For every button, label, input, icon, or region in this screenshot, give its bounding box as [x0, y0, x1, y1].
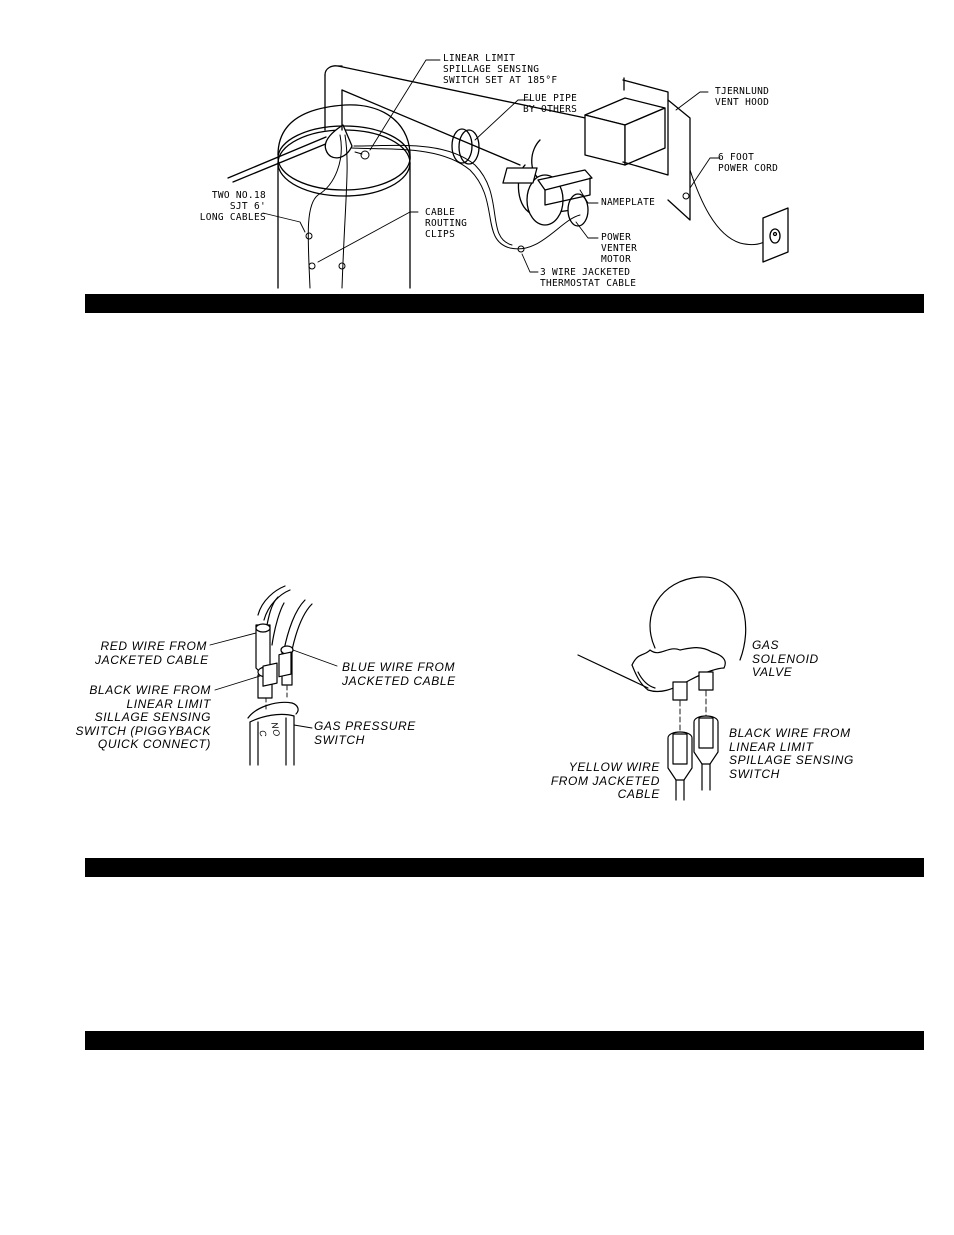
relief-pipe [227, 136, 329, 183]
label-gas-pressure-switch: GAS PRESSURE SWITCH [314, 719, 416, 747]
label-black-wire-piggyback: BLACK WIRE FROM LINEAR LIMIT SILLAGE SEN… [75, 683, 211, 751]
section-bar-3 [85, 1031, 924, 1050]
switch-terminals [255, 623, 294, 699]
vent-hood [584, 77, 691, 221]
section-bar-1 [85, 294, 924, 313]
label-thermostat-cable: 3 WIRE JACKETED THERMOSTAT CABLE [540, 267, 637, 289]
label-red-wire: RED WIRE FROM JACKETED CABLE [95, 639, 209, 667]
label-power-venter-motor: POWER VENTER MOTOR [601, 232, 638, 265]
label-black-wire-limit-switch: BLACK WIRE FROM LINEAR LIMIT SPILLAGE SE… [729, 726, 854, 781]
label-cables: TWO NO.18 SJT 6' LONG CABLES [199, 190, 266, 223]
limit-switch [354, 150, 370, 160]
power-venter-installation-diagram [227, 59, 789, 289]
label-limit-switch: LINEAR LIMIT SPILLAGE SENSING SWITCH SET… [443, 53, 558, 86]
leader-lines [262, 59, 721, 273]
label-power-cord: 6 FOOT POWER CORD [718, 152, 779, 174]
switch-terminal-c: C [257, 729, 269, 739]
solenoid-alignment-dashes [679, 690, 707, 731]
label-blue-wire: BLUE WIRE FROM JACKETED CABLE [342, 660, 456, 688]
fig2-leaders [209, 632, 338, 729]
label-vent-hood: TJERNLUND VENT HOOD [715, 86, 770, 108]
label-flue-pipe: FLUE PIPE BY OTHERS [523, 93, 578, 115]
solenoid-wires [675, 763, 711, 801]
solenoid-valve-body [577, 647, 726, 693]
wall-outlet [762, 207, 789, 263]
female-connectors [667, 715, 719, 781]
section-bar-2 [85, 858, 924, 877]
alignment-dashes [265, 685, 288, 713]
power-venter-housing [502, 139, 593, 227]
wiring [307, 134, 773, 289]
cable-clips [305, 192, 690, 270]
solenoid-dome [649, 576, 747, 661]
switch-wires [257, 585, 313, 651]
label-yellow-wire: YELLOW WIRE FROM JACKETED CABLE [550, 760, 660, 801]
label-routing-clips: CABLE ROUTING CLIPS [425, 207, 468, 240]
draft-hood [324, 124, 353, 159]
gas-pressure-switch-body [247, 651, 299, 766]
label-nameplate: NAMEPLATE [601, 197, 656, 208]
solenoid-terminals [672, 671, 714, 701]
label-gas-solenoid-valve: GAS SOLENOID VALVE [752, 638, 819, 679]
flue-pipe-horizontal [337, 65, 596, 166]
